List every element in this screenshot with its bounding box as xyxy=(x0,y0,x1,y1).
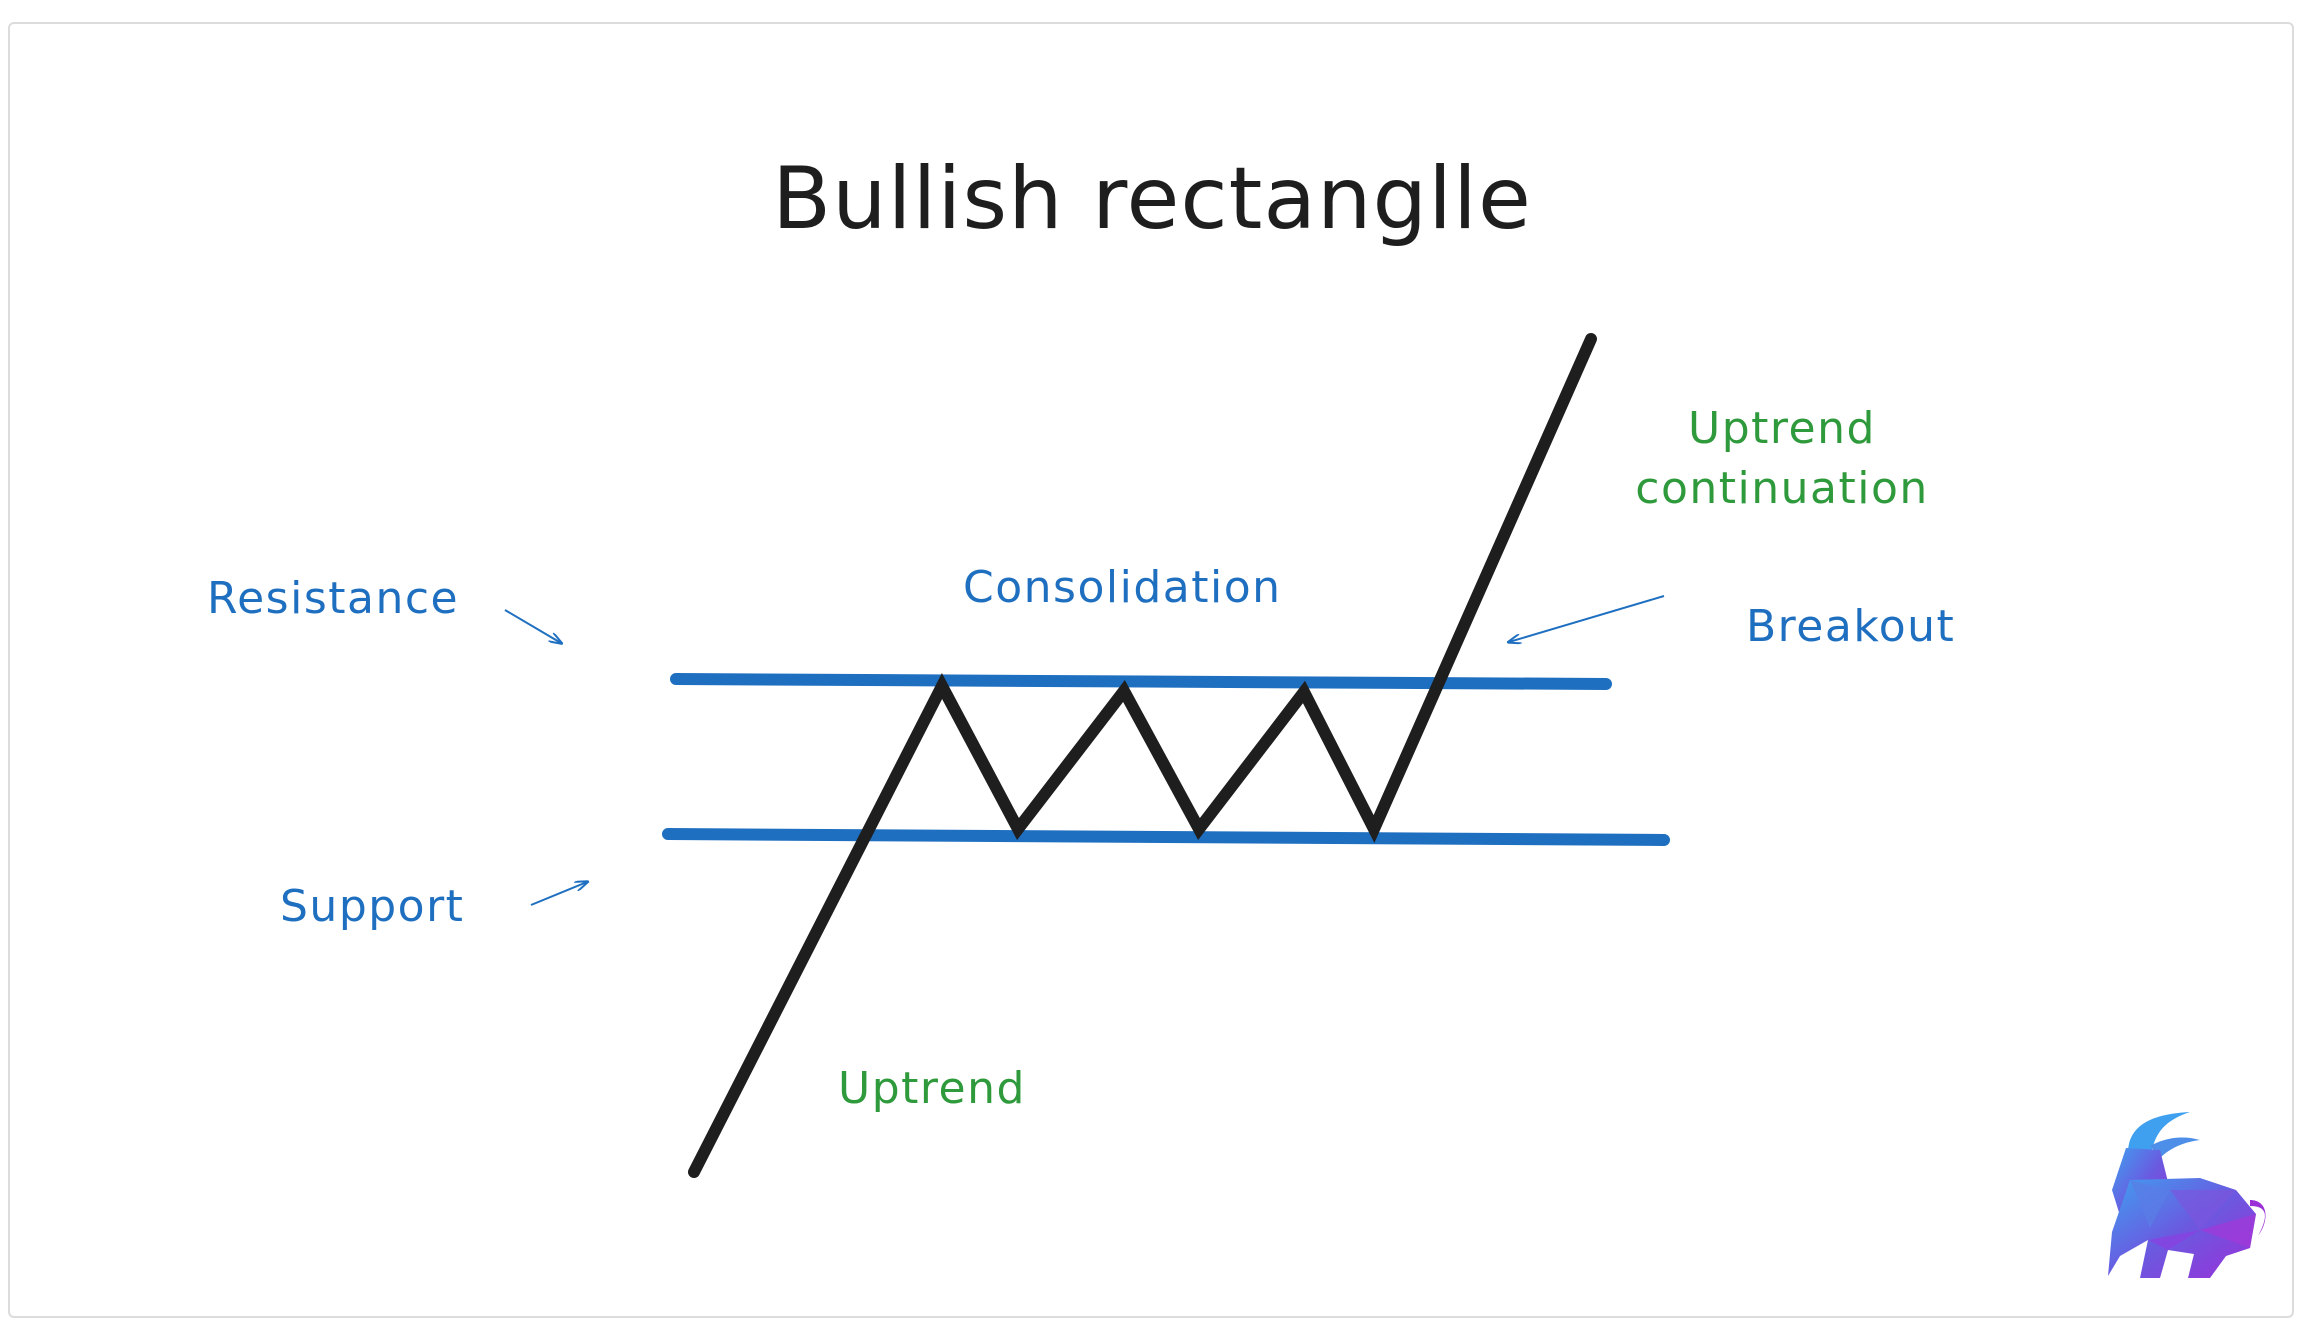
breakout-label: Breakout xyxy=(1746,601,1955,652)
uptrend-continuation-label-line2: continuation xyxy=(1635,463,1929,514)
support-arrow xyxy=(530,882,587,906)
resistance-line xyxy=(670,673,1612,690)
uptrend-continuation-label-line1: Uptrend xyxy=(1688,403,1876,454)
diagram-frame xyxy=(8,22,2294,1318)
support-label: Support xyxy=(280,881,464,932)
price-path xyxy=(688,333,1597,1178)
resistance-label: Resistance xyxy=(207,573,459,624)
bull-logo-icon xyxy=(2108,1112,2266,1278)
page-title: Bullish rectanglle xyxy=(772,149,1532,249)
consolidation-label: Consolidation xyxy=(963,562,1282,613)
support-line xyxy=(662,828,1670,846)
breakout-arrow xyxy=(1509,595,1665,642)
resistance-arrow xyxy=(504,609,561,643)
uptrend-label: Uptrend xyxy=(838,1063,1026,1114)
